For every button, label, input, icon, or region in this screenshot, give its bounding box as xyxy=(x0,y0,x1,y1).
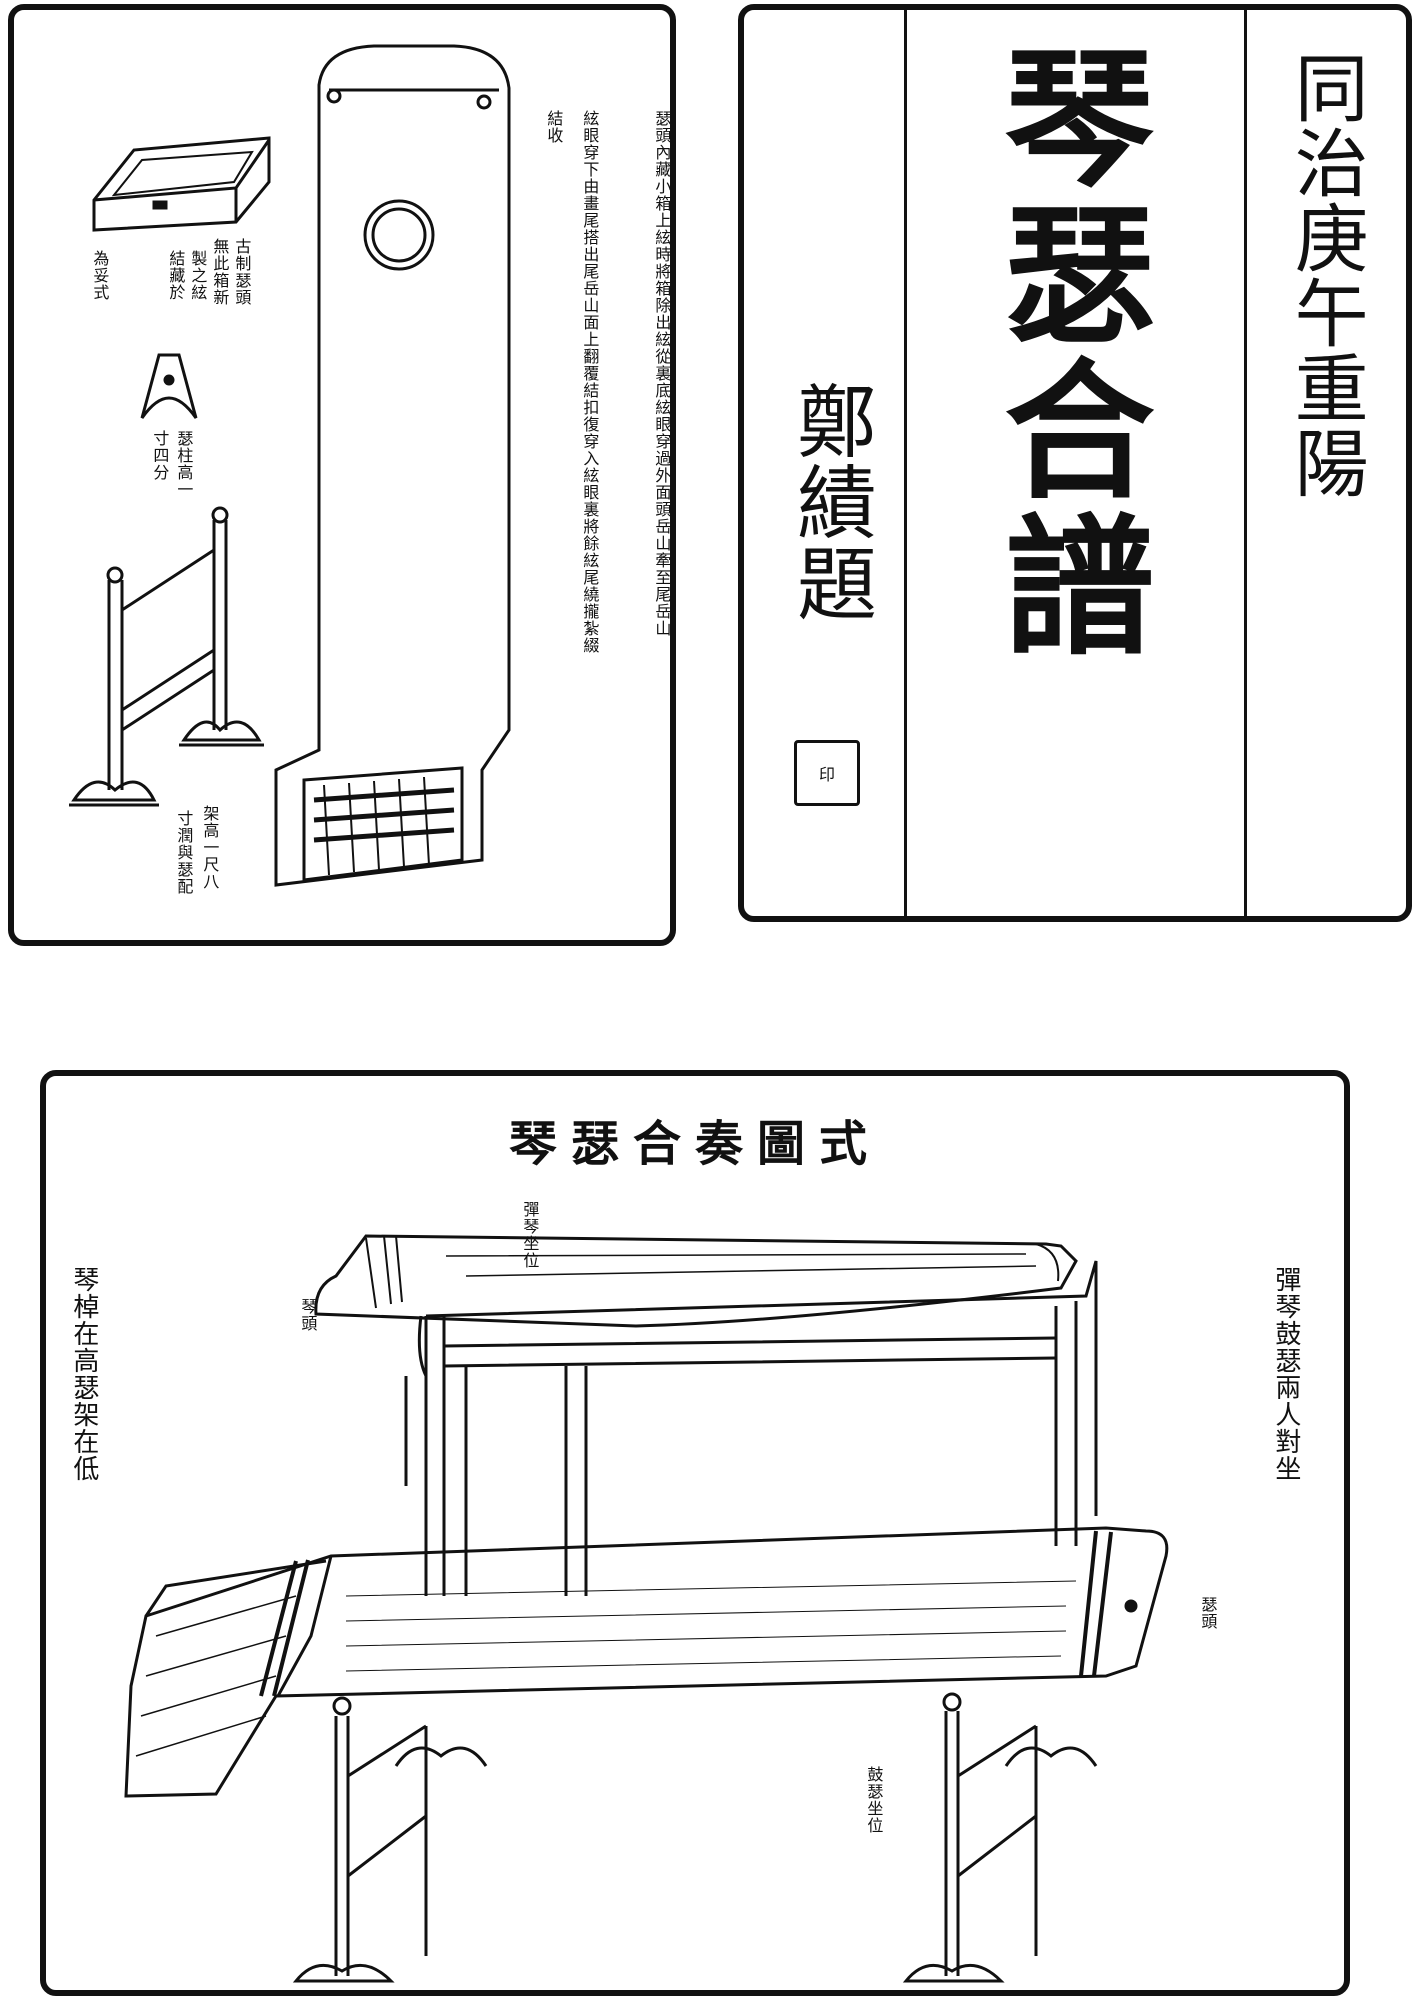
box-note-5: 為妥式 xyxy=(90,250,110,301)
bridge-note-2: 寸四分 xyxy=(150,430,170,481)
ensemble-illustration xyxy=(124,1234,1169,1983)
seal-stamp: 印 xyxy=(794,740,860,806)
qin-head-label: 琴頭 xyxy=(298,1298,318,1332)
se-note-col-2: 絃眼穿下由畫尾搭出尾岳山面上翻覆結扣復穿入絃眼裏將餘絃尾繞攏紮綴 xyxy=(580,110,600,654)
column-rule-left xyxy=(904,10,907,916)
date-inscription: 同治庚午重陽 xyxy=(1282,50,1369,500)
box-note-1: 古制瑟頭 xyxy=(232,238,252,306)
ensemble-panel: 琴瑟合奏圖式 xyxy=(40,1070,1350,1996)
se-note-col-3: 結收 xyxy=(544,110,564,144)
qin-illustration xyxy=(314,1234,1078,1328)
se-note-col-1: 瑟頭內藏小箱上絃時將箱除出絃從裏底絃眼穿過外面頭岳山牽至尾岳山 xyxy=(652,110,672,637)
box-note-4: 結藏於 xyxy=(166,250,186,301)
ensemble-title: 琴瑟合奏圖式 xyxy=(508,1116,881,1172)
se-stands-illustration xyxy=(292,1692,1098,1983)
stand-note-2: 寸潤與瑟配 xyxy=(174,810,194,895)
left-note: 琴棹在高瑟架在低 xyxy=(68,1266,99,1482)
table-illustration xyxy=(404,1260,1098,1596)
bridge-note-1: 瑟柱高一 xyxy=(174,430,194,498)
title-panel: 同治庚午重陽 琴瑟合譜 鄭績題 印 xyxy=(738,4,1412,922)
box-note-2: 無此箱新 xyxy=(210,238,230,306)
se-head-label: 瑟頭 xyxy=(1198,1596,1218,1630)
se-diagram-panel: 瑟頭內藏小箱上絃時將箱除出絃從裏底絃眼穿過外面頭岳山牽至尾岳山 絃眼穿下由畫尾搭… xyxy=(8,4,676,946)
se-instrument-illustration xyxy=(69,44,511,887)
se-seat-label: 鼓瑟坐位 xyxy=(864,1766,884,1834)
box-note-3: 製之絃 xyxy=(188,250,208,301)
stand-illustration xyxy=(69,506,264,807)
qin-seat-label: 彈琴坐位 xyxy=(520,1201,540,1269)
string-box-illustration xyxy=(92,136,271,232)
stand-note-1: 架高一尺八 xyxy=(200,805,220,890)
bridge-illustration xyxy=(140,353,198,419)
seal-text: 印 xyxy=(818,765,835,784)
book-title: 琴瑟合譜 xyxy=(979,40,1155,664)
signature: 鄭績題 xyxy=(784,380,877,623)
column-rule-right xyxy=(1244,10,1247,916)
se-front-illustration xyxy=(124,1526,1169,1798)
right-note: 彈琴鼓瑟兩人對坐 xyxy=(1270,1266,1301,1482)
